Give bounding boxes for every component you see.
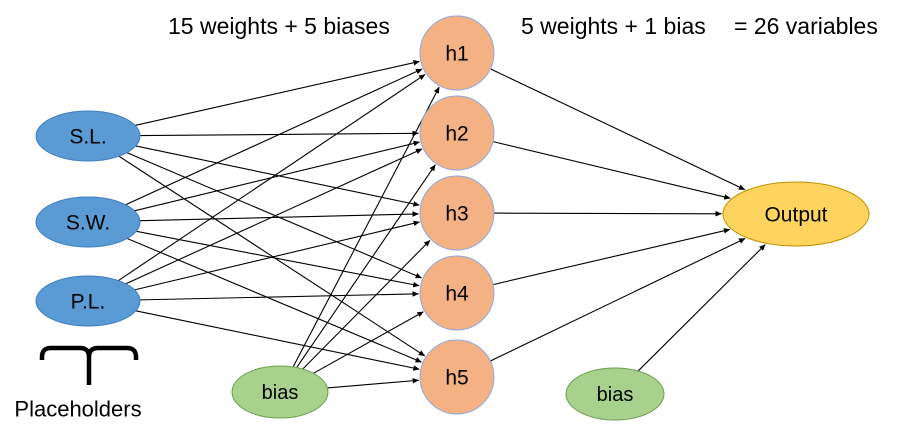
output-node-label: Output	[764, 204, 827, 227]
bias-output-label: bias	[597, 384, 634, 406]
placeholders-caption: Placeholders	[14, 397, 141, 422]
hidden-h5-label: h5	[445, 367, 468, 390]
input-pl-shape[interactable]	[35, 275, 141, 327]
edge-input-to-hidden	[118, 155, 426, 357]
edge-input-to-hidden	[134, 60, 420, 126]
bias-output[interactable]: bias	[565, 367, 665, 421]
edge-bias-to-output	[637, 244, 766, 372]
bias-output-shape[interactable]	[565, 367, 665, 421]
edge-input-to-hidden	[139, 211, 419, 222]
hidden-h4-shape[interactable]	[419, 255, 495, 331]
edge-hidden-to-output	[492, 141, 731, 200]
hidden-h2[interactable]: h2	[419, 95, 495, 171]
edge-hidden-to-output	[492, 228, 731, 286]
bias-hidden-label: bias	[262, 382, 299, 404]
annotation-output-params: 5 weights + 1 bias	[521, 13, 706, 39]
hidden-h3-label: h3	[445, 203, 468, 226]
edges-layer	[117, 60, 766, 389]
input-sl-shape[interactable]	[35, 110, 141, 162]
edge-input-to-hidden	[134, 140, 420, 212]
edge-input-to-hidden	[135, 310, 420, 371]
input-sl[interactable]: S.L.	[35, 110, 141, 162]
output-node[interactable]: Output	[722, 181, 870, 247]
hidden-h1[interactable]: h1	[419, 15, 495, 91]
edge-input-to-hidden	[125, 148, 423, 285]
edge-input-to-hidden	[117, 74, 426, 282]
annotations-layer: 15 weights + 5 biases 5 weights + 1 bias…	[14, 13, 877, 422]
input-sw[interactable]: S.W.	[35, 196, 141, 248]
hidden-h1-shape[interactable]	[419, 15, 495, 91]
edge-input-to-hidden	[125, 68, 423, 206]
edge-hidden-to-output	[490, 237, 746, 362]
placeholders-brace	[39, 345, 139, 385]
input-pl[interactable]: P.L.	[35, 275, 141, 327]
edge-input-to-hidden	[126, 237, 422, 363]
nodes-layer: S.L. S.W. P.L. h1 h2 h3 h4 h5 bias bias Output	[35, 15, 870, 421]
bias-hidden-shape[interactable]	[231, 365, 329, 419]
edge-bias-to-hidden	[313, 311, 424, 374]
input-sl-label: S.L.	[69, 126, 106, 149]
bias-hidden[interactable]: bias	[231, 365, 329, 419]
edge-input-to-hidden	[134, 220, 420, 291]
hidden-h4[interactable]: h4	[419, 255, 495, 331]
input-sw-label: S.W.	[66, 212, 110, 235]
edge-bias-to-hidden	[292, 86, 440, 368]
output-node-shape[interactable]	[722, 181, 870, 247]
hidden-h5-shape[interactable]	[419, 339, 495, 415]
hidden-h5[interactable]: h5	[419, 339, 495, 415]
hidden-h2-label: h2	[445, 123, 468, 146]
hidden-h2-shape[interactable]	[419, 95, 495, 171]
edge-hidden-to-output	[490, 68, 746, 191]
edge-input-to-hidden	[136, 230, 420, 288]
hidden-h1-label: h1	[445, 43, 468, 66]
input-sw-shape[interactable]	[35, 196, 141, 248]
hidden-h4-label: h4	[445, 283, 469, 306]
input-pl-label: P.L.	[71, 291, 106, 314]
hidden-h3[interactable]: h3	[419, 175, 495, 251]
hidden-h3-shape[interactable]	[419, 175, 495, 251]
edge-bias-to-hidden	[296, 164, 436, 368]
annotation-hidden-params: 15 weights + 5 biases	[168, 13, 390, 39]
edge-bias-to-hidden	[302, 239, 431, 370]
edge-input-to-hidden	[135, 145, 420, 207]
annotation-total-variables: = 26 variables	[734, 13, 878, 39]
edge-input-to-hidden	[139, 291, 419, 301]
edge-bias-to-hidden	[327, 377, 420, 389]
edge-hidden-to-output	[493, 210, 722, 217]
